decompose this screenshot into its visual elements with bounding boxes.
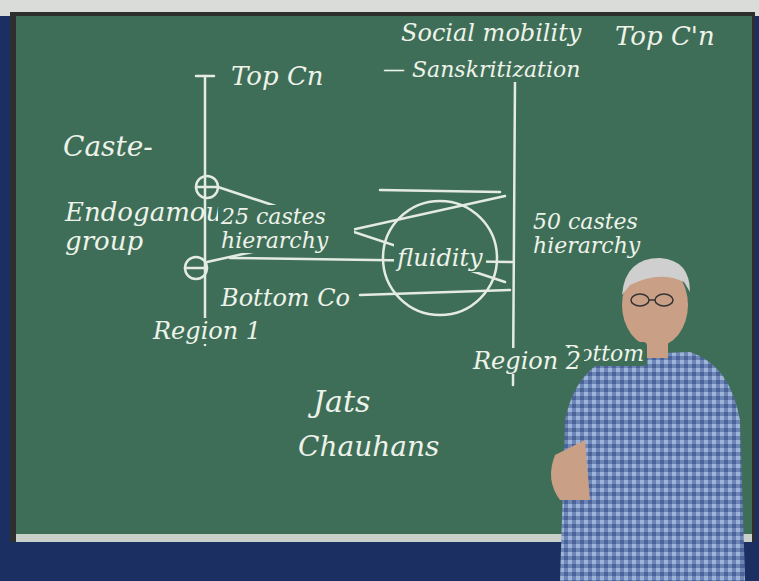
chalk-label: Jats [310,385,373,418]
chalk-label: Region 2 [470,348,584,374]
chalk-label: Bottom Co [218,285,353,311]
circled-term: fluidity [380,198,500,318]
chalk-label: Chauhans [295,432,442,463]
chalk-label: Top C'n [612,22,718,51]
chalk-label: 50 castes hierarchy [530,210,656,258]
node-text: fluidity [394,244,485,272]
chalk-label: Region 1 [150,318,264,344]
chalk-label: Endogamous group [62,198,188,255]
chalk-label: 25 castes hierarchy [218,205,354,253]
chalk-label: Top Cn [228,62,327,91]
chalk-label: Social mobility [398,20,584,46]
chalk-label: — Sanskritization [380,58,583,82]
chalk-label: Caste- [60,132,156,163]
